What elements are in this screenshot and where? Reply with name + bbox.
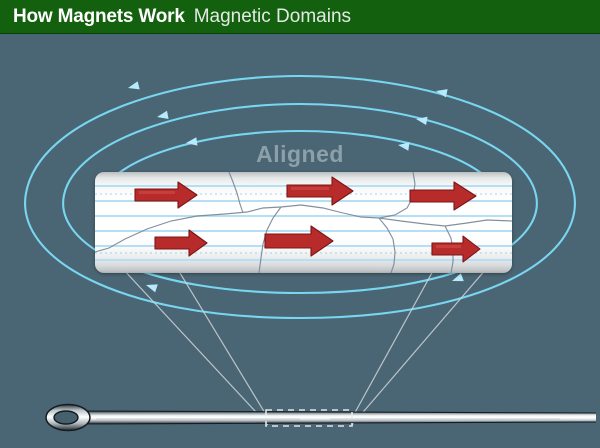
page-title: How Magnets Work [13, 5, 185, 27]
field-line-outer [24, 74, 576, 320]
page-header: How Magnets Work Magnetic Domains [0, 0, 600, 33]
domain-arrow [134, 181, 198, 209]
domain-arrow [154, 229, 208, 257]
needle-eye-hole [53, 410, 79, 425]
domain-arrow [264, 225, 334, 257]
domain-arrows [134, 176, 481, 263]
diagram-scene: Aligned [0, 33, 600, 448]
domain-arrow [431, 235, 481, 263]
needle-illustration [45, 403, 597, 432]
needle-shaft [72, 411, 596, 424]
needle-shaft-outline [71, 410, 597, 425]
field-line-middle [62, 102, 538, 295]
page-subtitle: Magnetic Domains [193, 5, 352, 27]
domain-arrow [286, 176, 354, 206]
domain-boundaries [95, 172, 512, 273]
domain-arrow [409, 181, 477, 211]
magnified-domain-bar [95, 172, 512, 273]
magnify-selection-box [265, 409, 353, 427]
